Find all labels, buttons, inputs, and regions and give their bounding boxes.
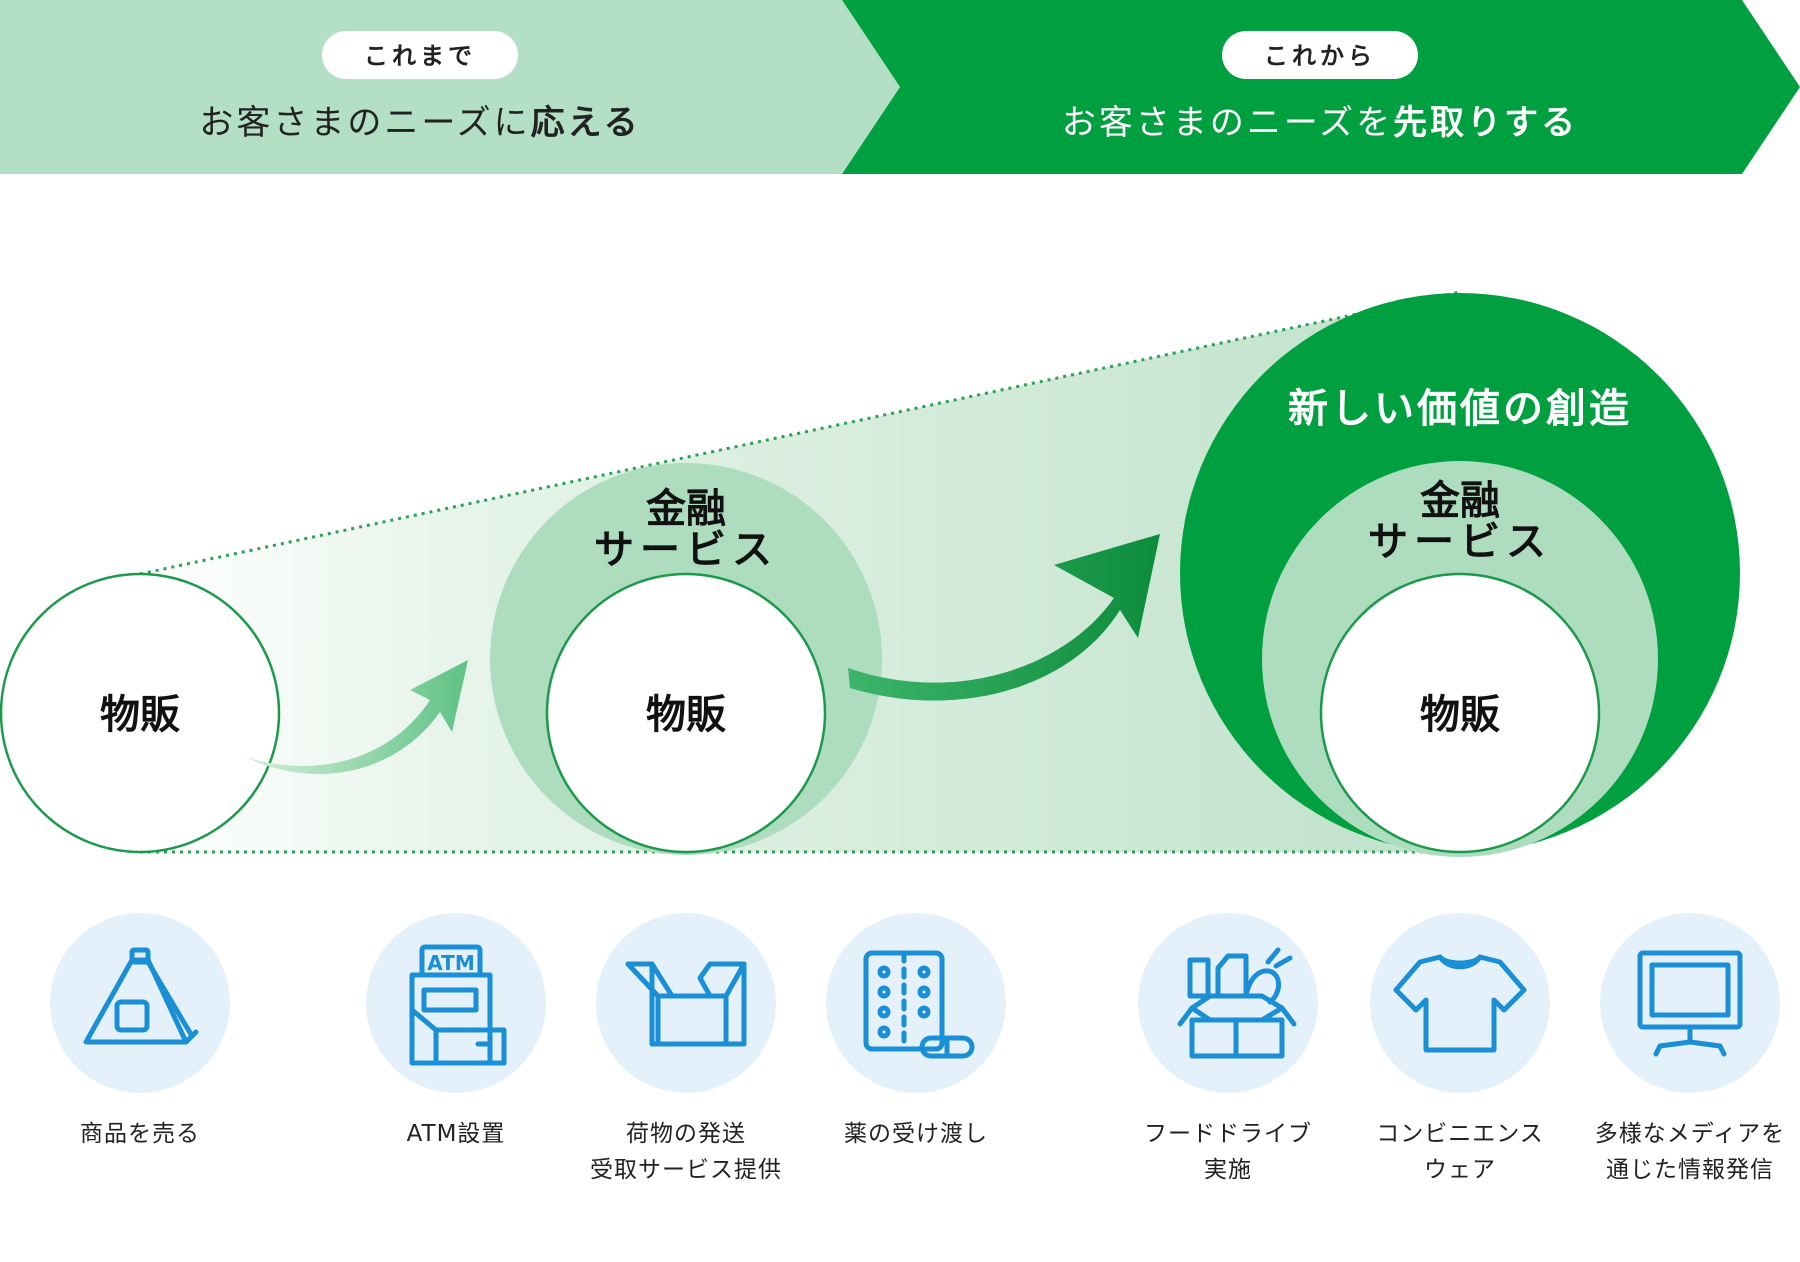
growth-arrow-2 — [848, 534, 1160, 701]
banner-right-text-bold: 先取りする — [1393, 103, 1578, 143]
icon-item: 薬の受け渡し — [826, 913, 1006, 1147]
icon-bg-circle — [1138, 913, 1318, 1093]
stage-3-core-label: 物販 — [1420, 692, 1500, 738]
icon-caption-line-1: ATM設置 — [407, 1121, 506, 1147]
tshirt-icon — [1393, 954, 1527, 1053]
stage-3-ring-label-1: 金融 — [1419, 478, 1500, 524]
onigiri-icon — [83, 947, 199, 1045]
stage-3-core-circle — [1319, 572, 1601, 854]
stage-1-core-circle — [0, 572, 281, 854]
icon-caption-line-2: 実施 — [1204, 1157, 1252, 1183]
monitor-icon — [1637, 950, 1743, 1057]
grocery-box-icon — [1177, 947, 1297, 1059]
icon-caption-line-2: 通じた情報発信 — [1606, 1157, 1774, 1183]
icon-caption-line-2: 受取サービス提供 — [590, 1157, 782, 1183]
banner-right-text: お客さまのニーズを先取りする — [1062, 103, 1578, 143]
stage-1: 物販 — [0, 572, 281, 854]
banner-right-text-regular: お客さまのニーズを — [1062, 103, 1393, 143]
stage-2-core-circle — [545, 572, 827, 854]
icon-caption-line-1: 多様なメディアを — [1595, 1121, 1785, 1147]
icon-caption-line-1: 荷物の発送 — [626, 1121, 746, 1147]
stage-3-ring-label-2: サービス — [1368, 519, 1552, 565]
icon-bg-circle — [366, 913, 546, 1093]
icon-item: 多様なメディアを 通じた情報発信 — [1595, 913, 1785, 1183]
stage-2: 金融 サービス 物販 — [490, 463, 882, 855]
banner-right-pill-label: これから — [1264, 42, 1376, 70]
icon-item: 荷物の発送 受取サービス提供 — [590, 913, 782, 1183]
icon-caption-line-1: 薬の受け渡し — [844, 1121, 988, 1147]
icon-bg-circle — [1370, 913, 1550, 1093]
icon-caption-line-1: フードドライブ — [1144, 1121, 1312, 1147]
banner-left-text-regular: お客さまのニーズに — [199, 103, 530, 143]
svg-text:ATM: ATM — [427, 951, 474, 975]
stage-1-core-label: 物販 — [100, 692, 180, 738]
icon-item: ATM ATM設置 — [366, 913, 546, 1147]
stage-2-core-label: 物販 — [646, 692, 726, 738]
medicine-icon — [863, 950, 975, 1059]
banner-right-shape — [842, 0, 1800, 174]
banner-left-shape — [0, 0, 900, 174]
icon-bg-circle — [596, 913, 776, 1093]
icon-caption-line-2: ウェア — [1424, 1157, 1496, 1183]
icon-item: 商品を売る — [50, 913, 230, 1147]
banner-left-pill — [322, 31, 518, 79]
growth-arrow-1 — [245, 660, 468, 775]
stage-2-ring-label-2: サービス — [594, 527, 778, 573]
icon-caption-line-1: コンビニエンス — [1376, 1121, 1544, 1147]
icon-item: フードドライブ 実施 — [1138, 913, 1318, 1183]
banner-left-text-bold: 応える — [531, 103, 641, 143]
banner-right-pill — [1222, 31, 1418, 79]
icon-bg-circle — [1600, 913, 1780, 1093]
icon-item: コンビニエンス ウェア — [1370, 913, 1550, 1183]
banner-left-text: お客さまのニーズに応える — [199, 103, 640, 143]
banner: これまで お客さまのニーズに応える これから お客さまのニーズを先取りする — [0, 0, 1800, 174]
stage-2-ring-label-1: 金融 — [645, 486, 726, 532]
icon-row: 商品を売る ATM ATM設置 — [50, 913, 1785, 1183]
icon-bg-circle — [826, 913, 1006, 1093]
stage-3-outer-label: 新しい価値の創造 — [1288, 386, 1632, 432]
atm-icon: ATM — [409, 944, 507, 1066]
cone-top-dotted-line — [139, 290, 1461, 576]
box-icon — [625, 961, 747, 1047]
icon-caption-line-1: 商品を売る — [80, 1121, 200, 1147]
banner-left-pill-label: これまで — [364, 42, 476, 70]
stage-3: 新しい価値の創造 金融 サービス 物販 — [1180, 293, 1740, 857]
